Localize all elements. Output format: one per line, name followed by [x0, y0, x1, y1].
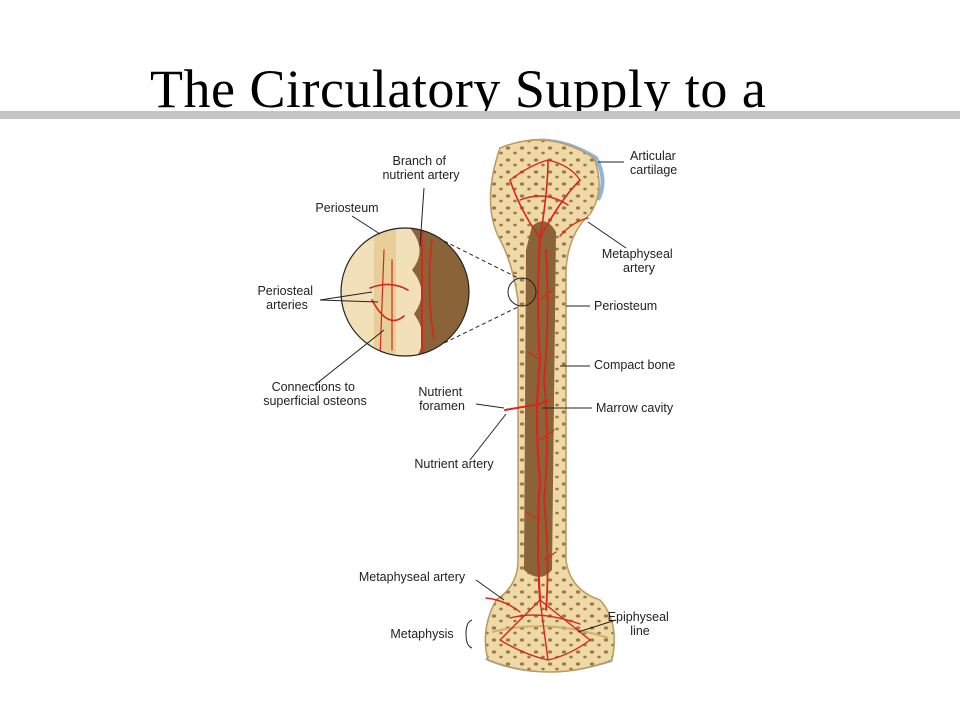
- label-connections-osteons: Connections to superficial osteons: [263, 380, 367, 408]
- label-metaphysis: Metaphysis: [390, 627, 453, 641]
- bone-arteries: [485, 159, 591, 661]
- label-nutrient-artery: Nutrient artery: [414, 457, 494, 471]
- label-periosteal-arteries: Periosteal arteries: [257, 284, 316, 312]
- label-periosteum: Periosteum: [594, 299, 657, 313]
- zoom-source-circle: [507, 277, 537, 307]
- slide-title: The Circulatory Supply to a: [150, 59, 767, 119]
- zoom-line-upper: [437, 237, 519, 279]
- marrow-cavity: [524, 221, 556, 577]
- inset-magnification: [341, 228, 469, 356]
- title-underline-bar: [0, 111, 960, 119]
- label-branch-nutrient-artery: Branch of nutrient artery: [382, 154, 460, 182]
- label-metaphyseal-artery-bottom: Metaphyseal artery: [359, 570, 466, 584]
- label-nutrient-foramen: Nutrient foramen: [418, 385, 465, 413]
- label-articular-cartilage: Articular cartilage: [630, 149, 679, 177]
- label-marrow-cavity: Marrow cavity: [596, 401, 674, 415]
- label-periosteum-inset: Periosteum: [315, 201, 378, 215]
- leader-lines: [315, 161, 627, 649]
- zoom-line-lower: [437, 305, 521, 347]
- inset-circle-outline: [340, 227, 470, 357]
- label-compact-bone: Compact bone: [594, 358, 675, 372]
- label-metaphyseal-artery-top: Metaphyseal artery: [602, 247, 676, 275]
- epiphyseal-line-mark: [491, 625, 609, 639]
- label-epiphyseal-line: Epiphyseal line: [608, 610, 673, 638]
